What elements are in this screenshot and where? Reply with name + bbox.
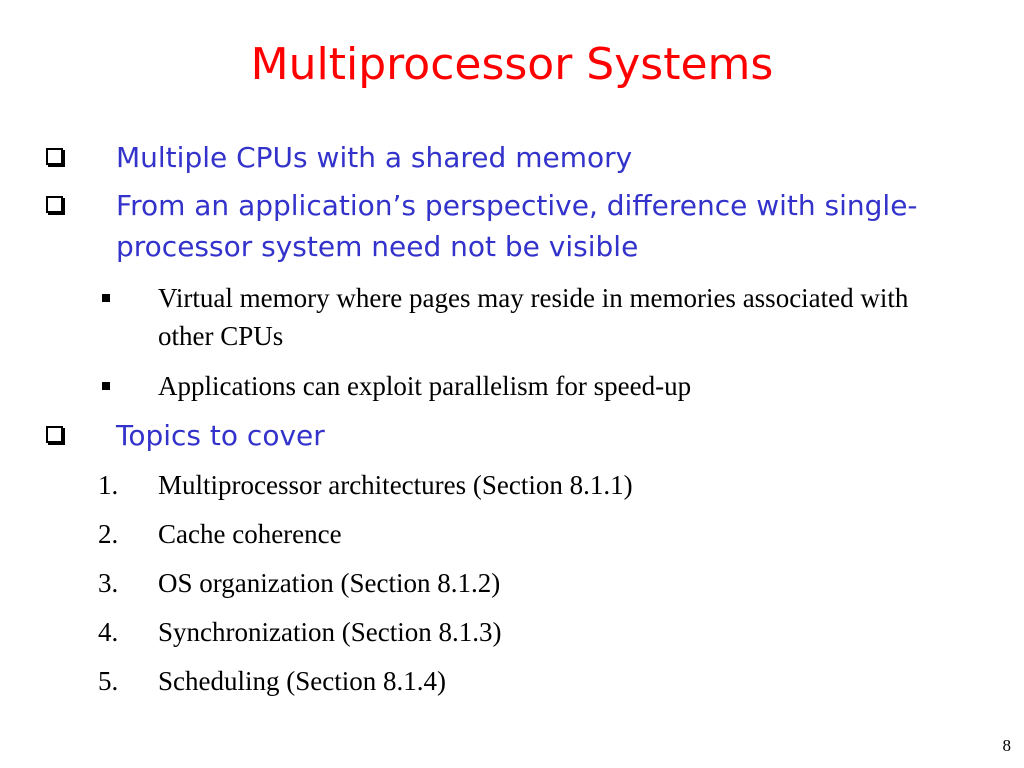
square-bullet-icon [102,382,110,390]
bullet-item: Multiple CPUs with a shared memory [46,137,976,178]
item-number: 4. [98,617,119,647]
square-bullet-icon [102,294,110,302]
bullet-item: Topics to cover [46,415,976,456]
item-number: 2. [98,519,119,549]
bullet-text: Topics to cover [116,419,325,452]
sub-bullet-item: Applications can exploit parallelism for… [102,367,918,405]
item-number: 5. [98,666,119,696]
checkbox-bullet-icon [46,148,63,165]
item-text: Scheduling (Section 8.1.4) [158,666,446,696]
numbered-item: 4. Synchronization (Section 8.1.3) [98,613,918,651]
checkbox-bullet-icon [46,426,63,443]
bullet-text: From an application’s perspective, diffe… [116,189,918,263]
numbered-item: 5. Scheduling (Section 8.1.4) [98,662,918,700]
item-text: Cache coherence [158,519,342,549]
sub-bullet-text: Virtual memory where pages may reside in… [158,283,909,351]
bullet-item: From an application’s perspective, diffe… [46,185,976,267]
sub-bullet-item: Virtual memory where pages may reside in… [102,279,918,355]
item-number: 3. [98,568,119,598]
slide-title: Multiprocessor Systems [250,39,774,90]
checkbox-bullet-icon [46,196,63,213]
item-text: Synchronization (Section 8.1.3) [158,617,502,647]
sub-bullet-text: Applications can exploit parallelism for… [158,371,692,401]
item-text: Multiprocessor architectures (Section 8.… [158,470,633,500]
item-text: OS organization (Section 8.1.2) [158,568,501,598]
numbered-item: 3. OS organization (Section 8.1.2) [98,564,918,602]
bullet-text: Multiple CPUs with a shared memory [116,141,633,174]
numbered-item: 2. Cache coherence [98,515,918,553]
page-number: 8 [1002,736,1012,755]
item-number: 1. [98,470,119,500]
numbered-item: 1. Multiprocessor architectures (Section… [98,466,918,504]
